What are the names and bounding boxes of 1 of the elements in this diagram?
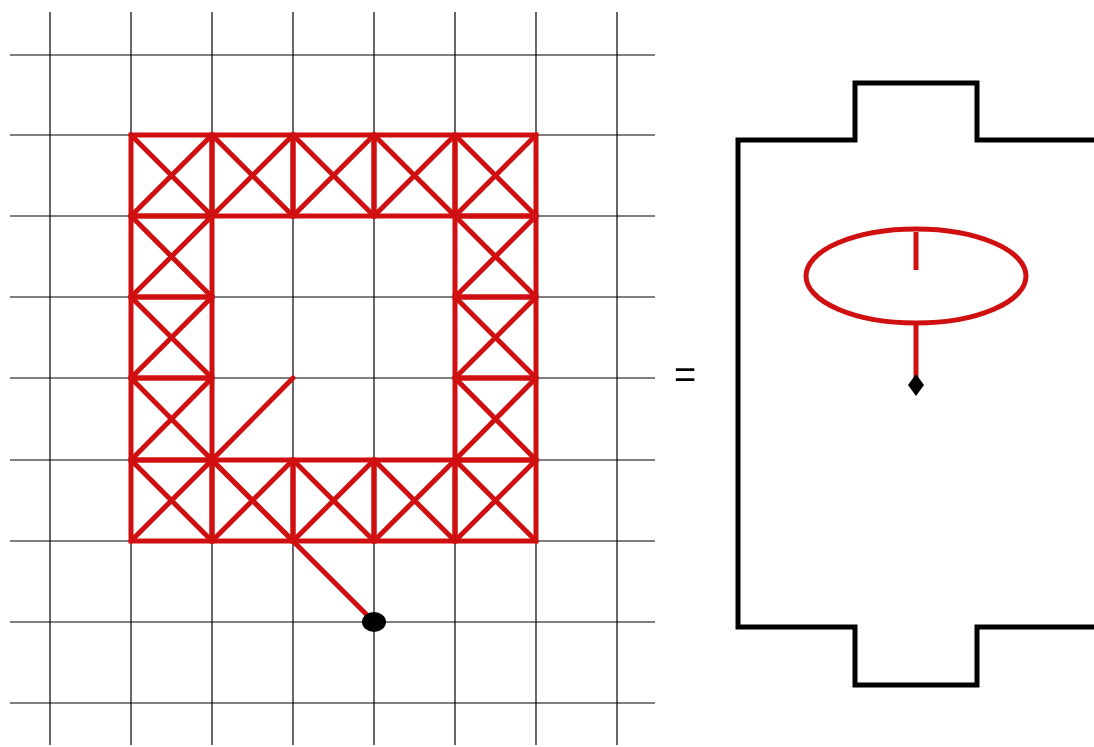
- equals-sign: =: [674, 356, 697, 394]
